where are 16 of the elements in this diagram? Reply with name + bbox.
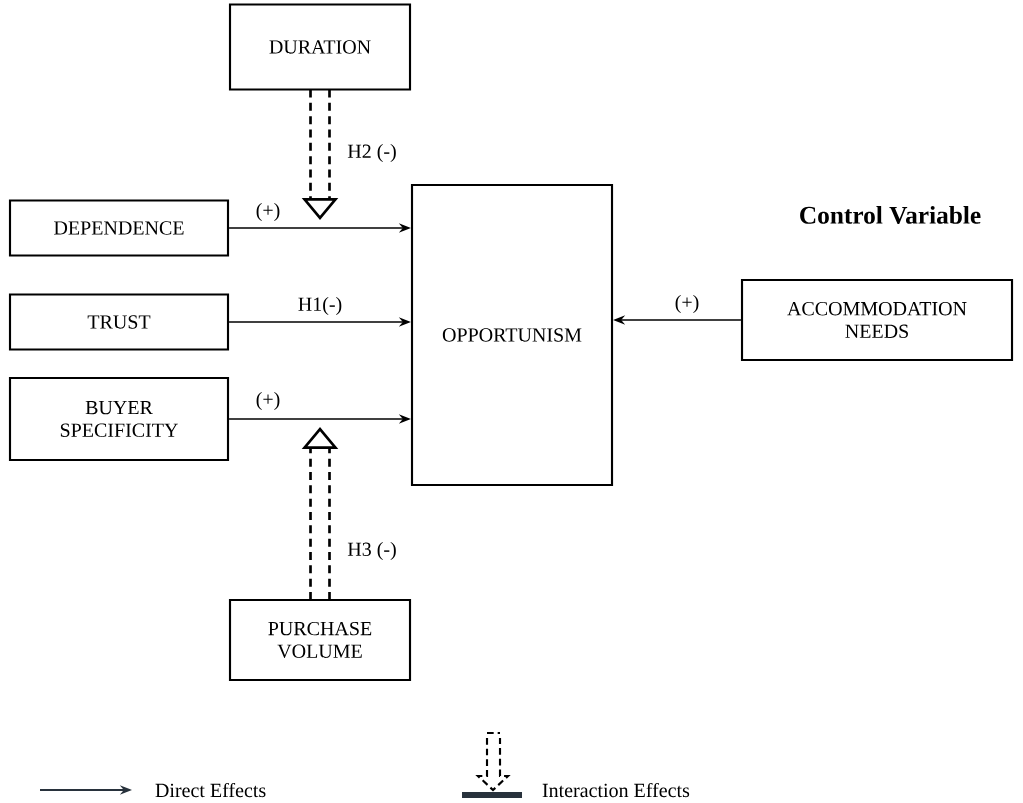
edge-label: H1(-) bbox=[298, 296, 342, 316]
legend-text: Interaction Effects bbox=[542, 782, 690, 798]
variable-box: DEPENDENCE bbox=[8, 199, 230, 257]
edge-label: (+) bbox=[675, 294, 699, 314]
variable-box: TRUST bbox=[8, 293, 230, 351]
edge-label: (+) bbox=[256, 202, 280, 222]
section-heading: Control Variable bbox=[800, 206, 981, 224]
variable-box: ACCOMMODATION NEEDS bbox=[740, 278, 1014, 362]
variable-box: OPPORTUNISM bbox=[410, 183, 614, 487]
edge-label: H2 (-) bbox=[347, 143, 396, 163]
edge-label: H3 (-) bbox=[347, 541, 396, 561]
variable-box: PURCHASE VOLUME bbox=[228, 598, 412, 682]
edge-label: (+) bbox=[256, 391, 280, 411]
legend-text: Direct Effects bbox=[155, 782, 266, 798]
variable-box: DURATION bbox=[228, 3, 412, 91]
variable-box: BUYER SPECIFICITY bbox=[8, 376, 230, 462]
